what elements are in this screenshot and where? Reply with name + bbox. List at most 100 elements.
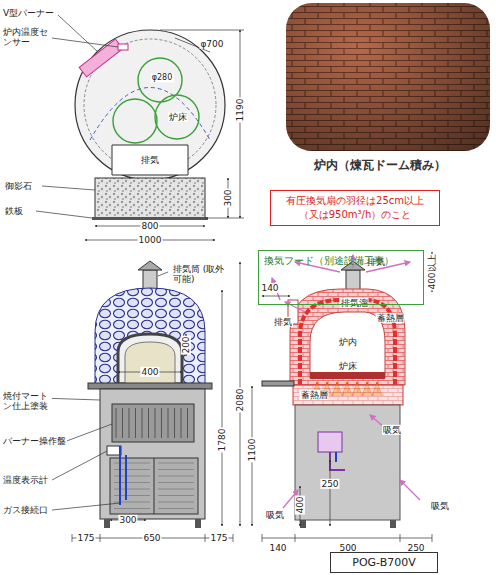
- dimension: 140: [268, 543, 287, 553]
- box-text: （又は950m³/h）のこと: [276, 208, 434, 222]
- part-name: V型バーナー: [2, 8, 55, 18]
- dimension: 175: [209, 533, 228, 543]
- side-elevation-part-part: [262, 296, 290, 297]
- dimension: 400: [140, 367, 159, 377]
- dimension: 1100: [247, 438, 257, 463]
- front-section-part: [118, 44, 128, 50]
- part-name: 炉床: [168, 112, 188, 122]
- part-name: 蓄熱層: [376, 313, 405, 323]
- front-section-part-part: [160, 30, 244, 31]
- part-name: 炉内: [338, 337, 358, 347]
- side-elevation-part: [290, 289, 405, 385]
- side-elevation: [252, 252, 432, 542]
- front-elevation-part-part: [187, 408, 188, 438]
- dome-photo: [286, 3, 490, 151]
- part-name: 排気: [140, 155, 160, 165]
- front-elevation-part: [154, 458, 155, 514]
- side-elevation-part-part: [285, 302, 305, 312]
- part-name: 焼付マートン仕上塗装: [2, 391, 52, 412]
- dimension: 650: [142, 533, 161, 543]
- front-elevation-part-part: [142, 408, 143, 438]
- part-name: 蓄熱層: [300, 390, 329, 400]
- side-elevation-part-part: [262, 534, 432, 542]
- part-name: 排気筒 (取外可能): [172, 264, 232, 285]
- side-elevation-part: [390, 520, 396, 528]
- front-elevation-part-part: [155, 408, 156, 438]
- side-elevation-part: [252, 252, 432, 542]
- side-elevation-part: [262, 381, 294, 386]
- front-elevation-part-part: [122, 408, 123, 438]
- front-elevation-part-part: [129, 408, 130, 438]
- dimension: φ700: [199, 39, 224, 49]
- front-section-part: [52, 38, 118, 47]
- front-elevation-part-part: [158, 469, 194, 470]
- side-elevation-part: [300, 520, 306, 528]
- front-section-part: [85, 30, 244, 240]
- front-elevation-part-part: [52, 503, 120, 510]
- front-elevation-part: [95, 288, 205, 385]
- dome-photo-part: [286, 3, 490, 151]
- part-name: 炉内温度センサー: [2, 27, 50, 48]
- side-elevation-part: [310, 372, 385, 379]
- front-elevation-part-part: [52, 451, 107, 480]
- front-section-part: [42, 186, 95, 190]
- dimension: 400: [295, 495, 305, 514]
- part-name: 温度表示計: [2, 475, 49, 485]
- part-name: バーナー操作盤: [2, 436, 67, 446]
- part-name: 御影石: [4, 181, 33, 191]
- dimension: 1190: [235, 98, 245, 123]
- front-elevation-part-part: [181, 408, 182, 438]
- front-section-part-part: [205, 218, 244, 219]
- side-elevation-part-part: [330, 460, 331, 526]
- front-section-part: [36, 211, 92, 218]
- front-section-part: [155, 95, 199, 139]
- front-elevation-part-part: [135, 408, 136, 438]
- dimension: 400以上: [427, 253, 437, 290]
- dimension: 300: [223, 188, 233, 207]
- front-elevation-part-part: [168, 408, 169, 438]
- side-elevation-part-part: [262, 538, 432, 539]
- side-elevation-part: [318, 432, 342, 452]
- dimension: φ280: [151, 73, 174, 82]
- side-elevation-part: [330, 452, 345, 470]
- front-elevation-part-part: [158, 495, 194, 496]
- dimension: 2080: [235, 388, 245, 413]
- front-elevation-part-part: [222, 290, 223, 526]
- front-elevation-part: [40, 262, 240, 542]
- front-section-part: [92, 217, 208, 220]
- front-elevation-part-part: [161, 408, 162, 438]
- part-name: 排気溜: [340, 298, 369, 308]
- box-text: POG-B700V: [336, 556, 432, 569]
- dimension: 800: [140, 221, 159, 231]
- front-elevation-part: [138, 261, 162, 270]
- front-elevation-part-part: [148, 408, 149, 438]
- side-elevation-part: [310, 312, 385, 378]
- front-elevation-part: [88, 383, 212, 389]
- front-section-part: [95, 178, 205, 218]
- front-section-part: [113, 99, 157, 143]
- photo-caption: 炉内（煉瓦ドーム積み）: [313, 159, 447, 173]
- part-name: ガス接続口: [2, 505, 49, 515]
- front-elevation-part-part: [158, 508, 194, 509]
- front-section-part: [90, 88, 210, 141]
- box-text: 有圧換気扇の羽径は25cm以上: [276, 194, 434, 208]
- dimension: 250: [320, 479, 339, 489]
- dome-photo-part: [286, 3, 490, 151]
- front-section-part-part: [240, 30, 241, 218]
- front-elevation-part: [100, 389, 205, 519]
- side-elevation-part: [272, 255, 420, 508]
- side-elevation-part: [293, 385, 403, 405]
- front-elevation-part: [116, 408, 188, 438]
- front-elevation-part-part: [158, 482, 194, 483]
- front-section-part: [58, 15, 98, 52]
- front-elevation-part: [104, 519, 110, 528]
- front-elevation-part-part: [158, 502, 194, 503]
- dimension: 300: [118, 515, 137, 525]
- flow-label: 吸気: [265, 510, 285, 520]
- front-elevation-part: [110, 458, 198, 514]
- front-elevation-part: [107, 446, 121, 455]
- front-elevation-part-part: [158, 489, 194, 490]
- front-elevation-part-part: [174, 408, 175, 438]
- front-elevation: [40, 261, 240, 542]
- front-section-part: [75, 30, 225, 180]
